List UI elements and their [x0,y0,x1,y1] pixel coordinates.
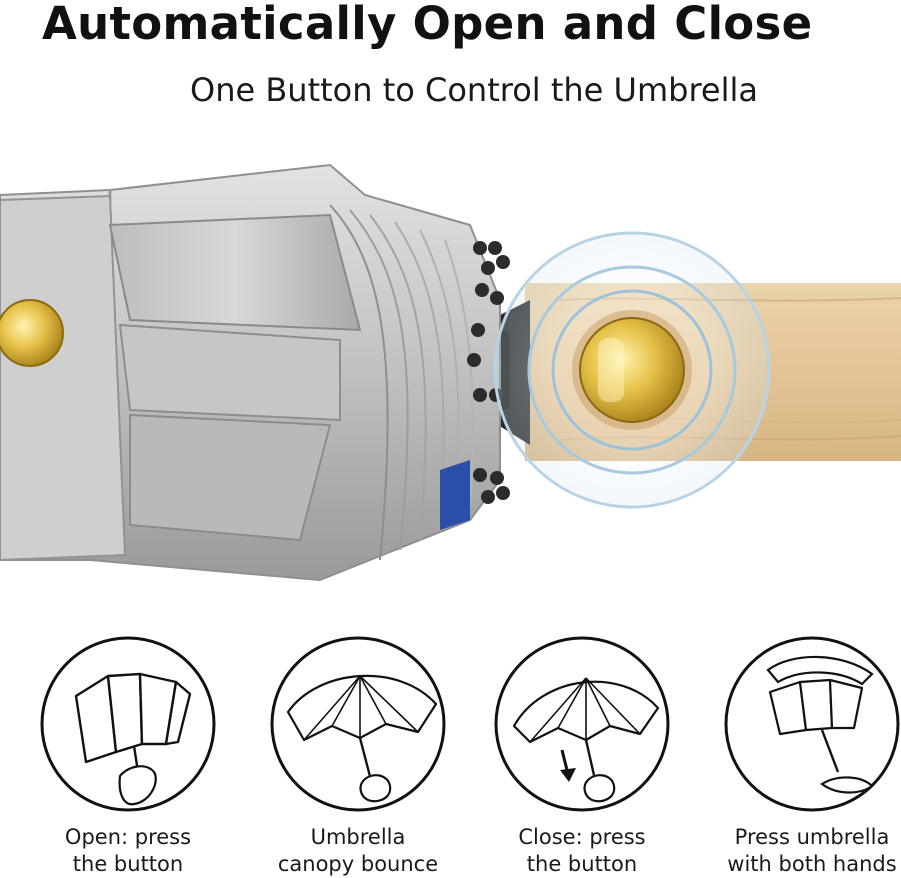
step-press-line2: with both hands [727,852,897,876]
open-umbrella-icon [270,636,446,812]
step-press-line1: Press umbrella [734,825,890,849]
step-press: Press umbrella with both hands [712,634,901,876]
step-open-line1: Open: press [64,825,192,849]
rib-tips [467,241,510,504]
auto-open-button [572,310,692,430]
folded-umbrella-hand-icon [40,636,216,812]
gold-snap-button [0,299,64,367]
step-bounce: Umbrella canopy bounce [258,634,458,876]
subheadline: One Button to Control the Umbrella [190,71,758,109]
step-close: Close: press the button [482,634,682,876]
step-close-line1: Close: press [518,825,646,849]
step-close-line2: the button [526,852,638,876]
headline: Automatically Open and Close [42,0,813,50]
folded-canopy [0,163,501,582]
step-open-line2: the button [72,852,184,876]
umbrella-product-image [0,163,901,582]
press-umbrella-hands-icon [724,636,900,812]
step-open: Open: press the button [28,634,228,876]
step-bounce-line1: Umbrella [310,825,406,849]
close-umbrella-arrow-icon [494,636,670,812]
step-bounce-line2: canopy bounce [277,852,439,876]
